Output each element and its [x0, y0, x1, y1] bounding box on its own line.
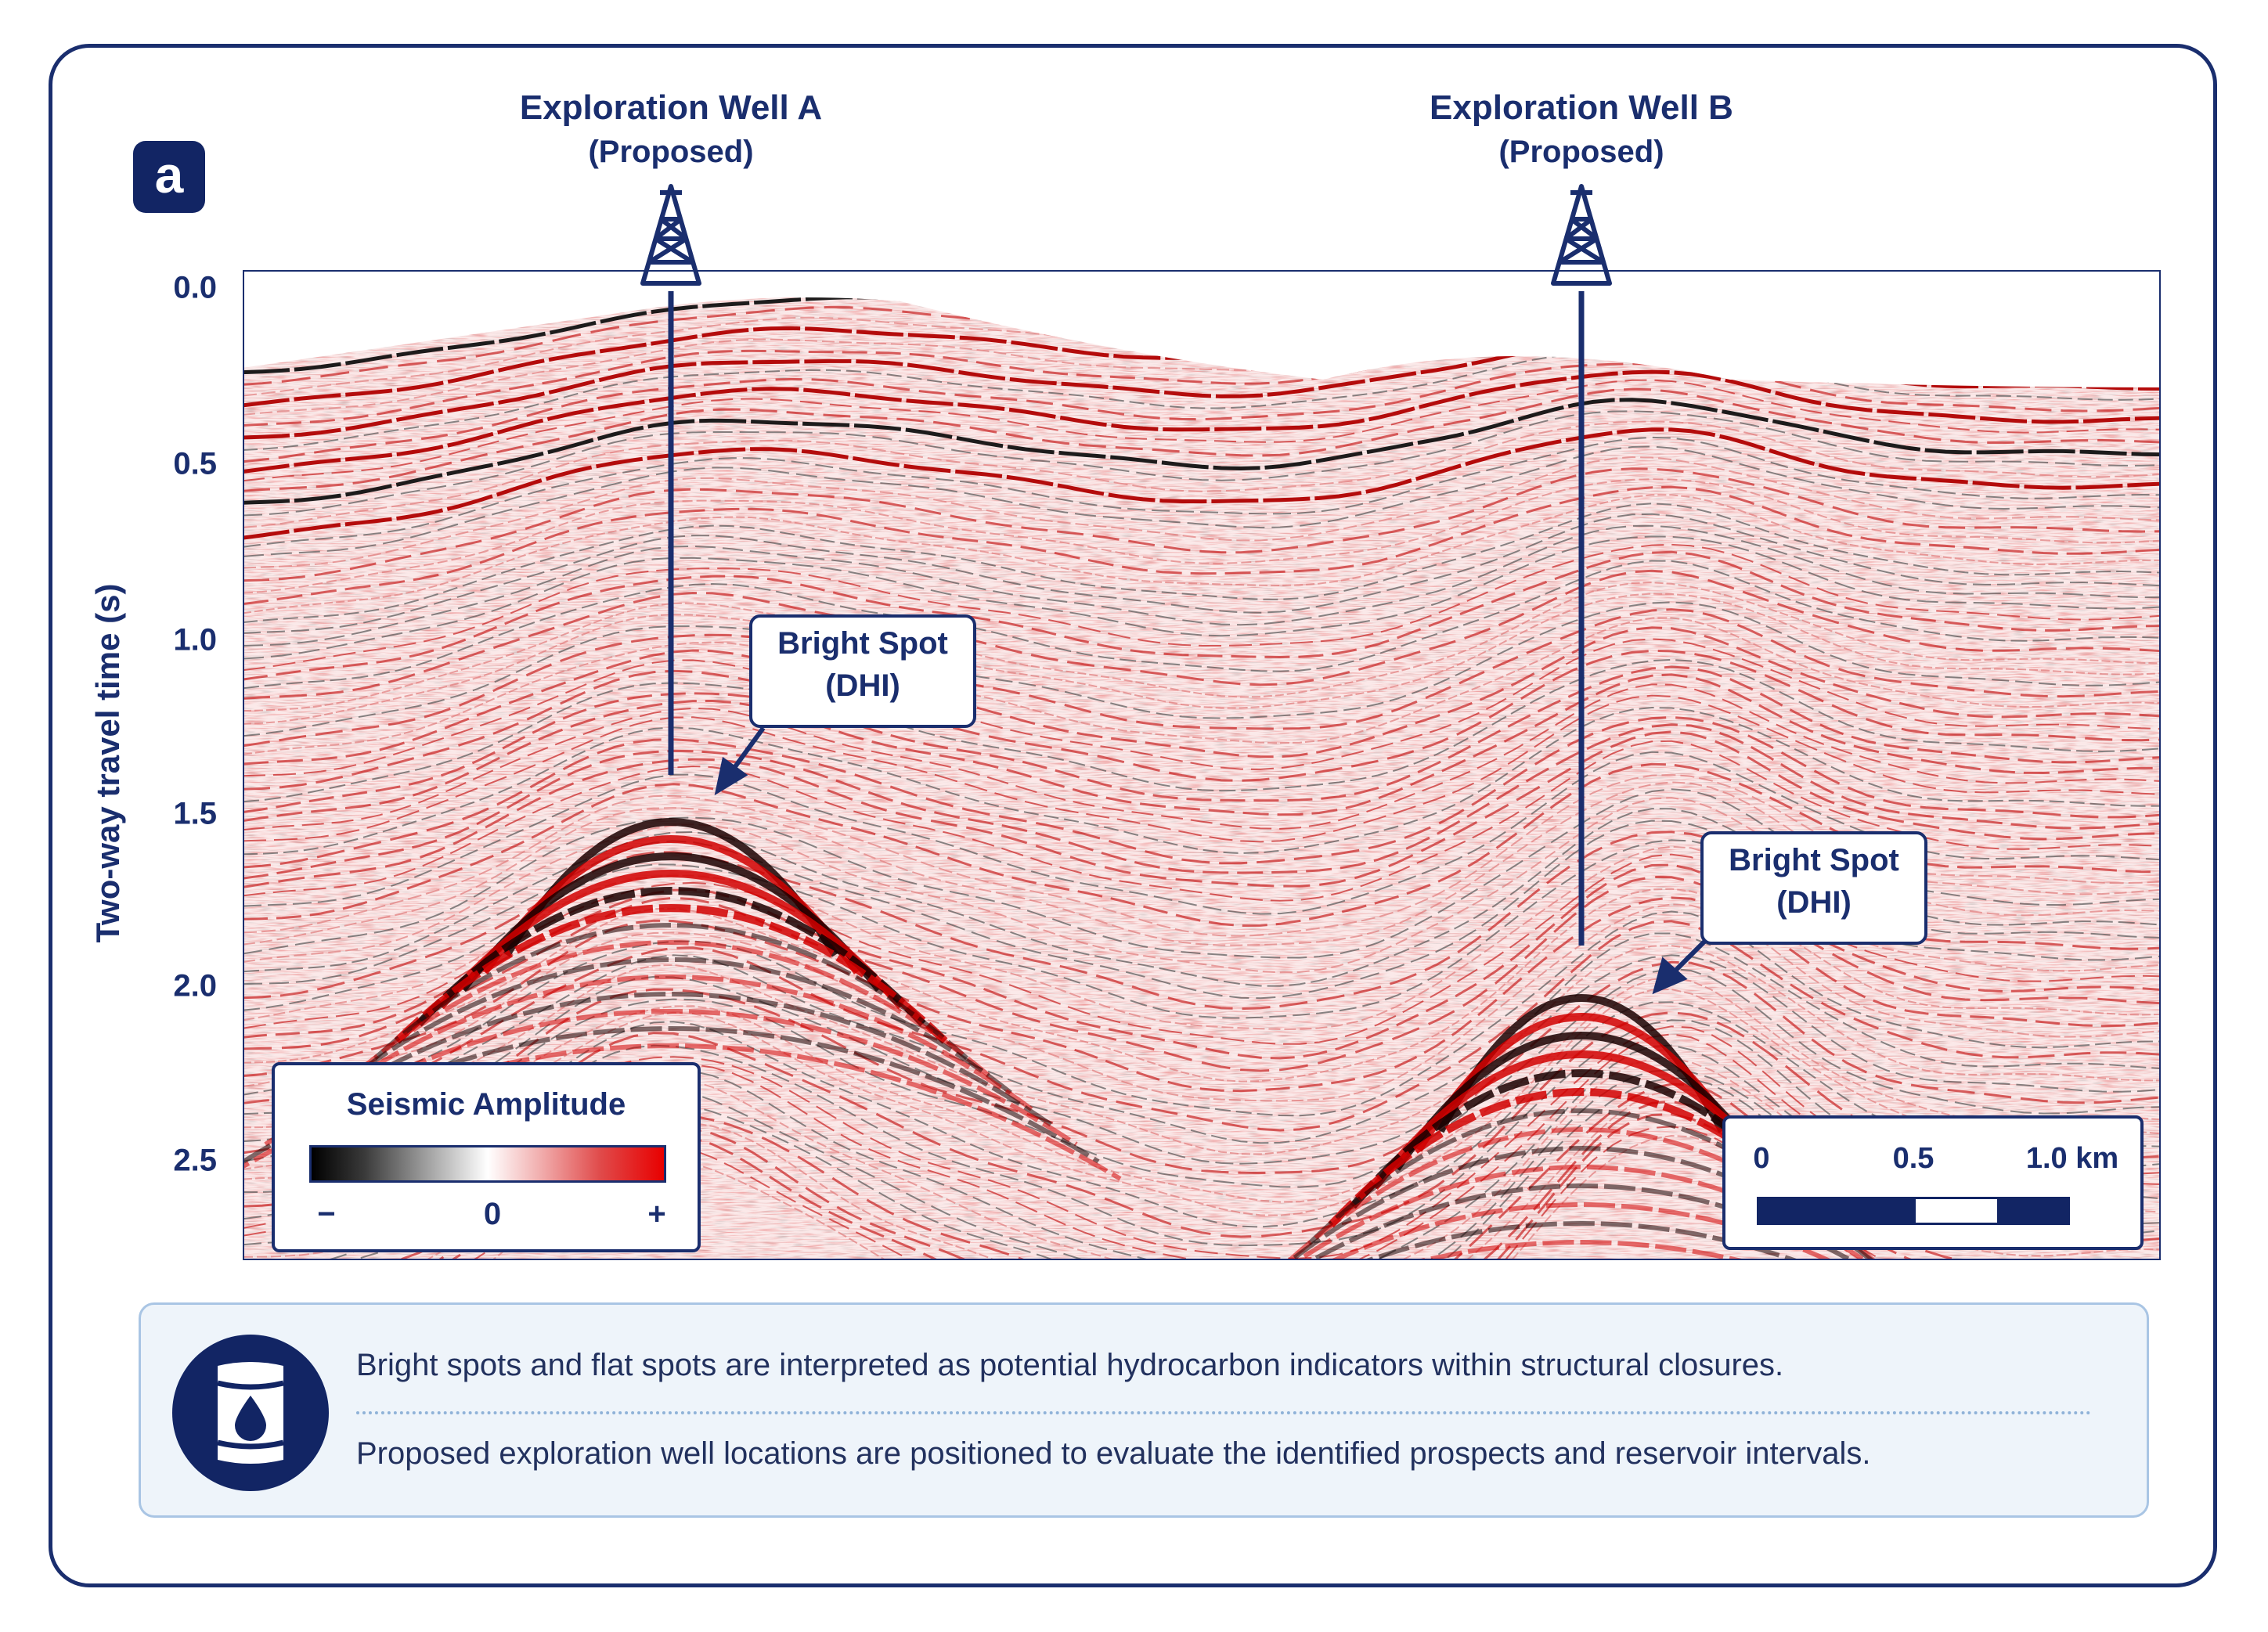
callout-b-line2: (DHI) — [1704, 881, 1924, 924]
oil-barrel-icon — [172, 1335, 329, 1491]
scale-bar: 0 0.5 1.0 km — [1722, 1115, 2144, 1250]
scale-segment-2 — [1913, 1197, 1999, 1225]
bright-spot-callout-b: Bright Spot (DHI) — [1700, 831, 1927, 945]
callout-a-line1: Bright Spot — [752, 622, 973, 665]
scale-label-0: 0 — [1753, 1142, 1769, 1176]
well-a-status: (Proposed) — [467, 130, 874, 174]
scale-segment-3 — [1999, 1197, 2070, 1225]
note-line-1: Bright spots and flat spots are interpre… — [356, 1348, 1783, 1383]
legend-tick-zero: 0 — [484, 1197, 501, 1232]
y-tick-1-5: 1.5 — [173, 797, 217, 832]
note-divider — [356, 1411, 2092, 1414]
scale-segment-1 — [1757, 1197, 1913, 1225]
scale-label-max: 1.0 km — [2026, 1142, 2118, 1176]
y-tick-1-0: 1.0 — [173, 623, 217, 658]
callout-b-line1: Bright Spot — [1704, 839, 1924, 881]
y-tick-0-5: 0.5 — [173, 447, 217, 482]
y-tick-2-0: 2.0 — [173, 969, 217, 1004]
legend-tick-negative: − — [317, 1197, 335, 1232]
well-b-title: Exploration Well B (Proposed) — [1378, 86, 1785, 174]
y-tick-2-5: 2.5 — [173, 1144, 217, 1179]
scale-label-half: 0.5 — [1893, 1142, 1934, 1176]
bright-spot-callout-a: Bright Spot (DHI) — [749, 614, 976, 728]
y-tick-0-0: 0.0 — [173, 271, 217, 306]
note-line-2: Proposed exploration well locations are … — [356, 1436, 1870, 1472]
amplitude-legend: Seismic Amplitude − 0 + — [272, 1062, 701, 1252]
amplitude-colorbar — [309, 1145, 666, 1183]
legend-title: Seismic Amplitude — [275, 1087, 698, 1122]
well-b-name: Exploration Well B — [1378, 86, 1785, 130]
well-a-title: Exploration Well A (Proposed) — [467, 86, 874, 174]
panel-label-badge: a — [133, 141, 205, 213]
y-axis-title: Two-way travel time (s) — [89, 528, 127, 998]
well-a-name: Exploration Well A — [467, 86, 874, 130]
interpretation-note: Bright spots and flat spots are interpre… — [139, 1302, 2149, 1518]
well-b-status: (Proposed) — [1378, 130, 1785, 174]
callout-a-line2: (DHI) — [752, 665, 973, 707]
legend-tick-positive: + — [647, 1197, 665, 1232]
